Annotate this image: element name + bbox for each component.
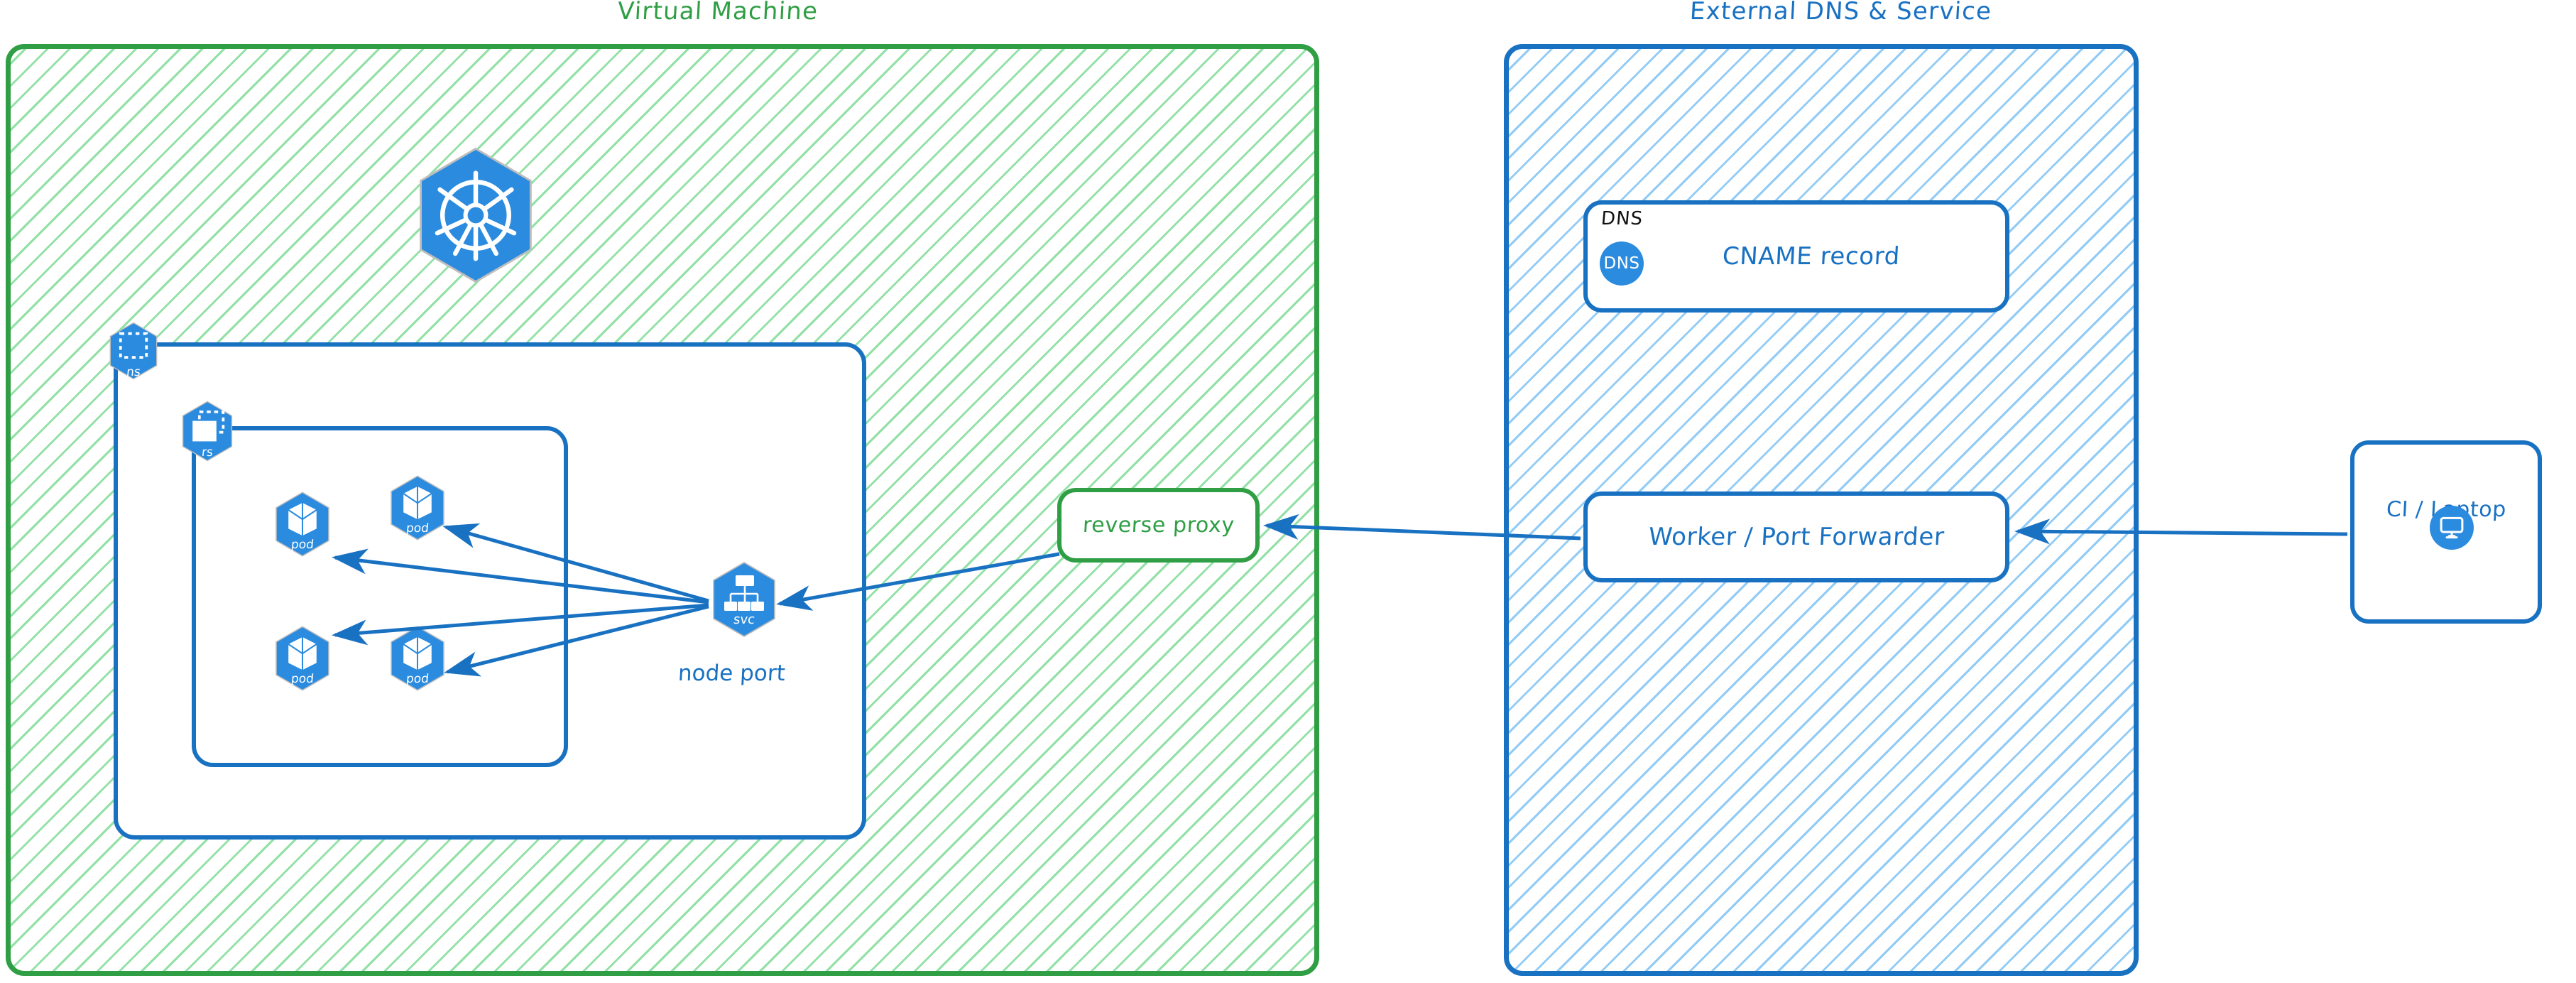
cname-record-card[interactable]: CNAME record [1583, 200, 2009, 313]
cname-record-label: CNAME record [1721, 242, 1901, 271]
dns-card-caption: DNS [1600, 208, 1644, 229]
worker-port-forwarder-label: Worker / Port Forwarder [1647, 523, 1945, 551]
pod-icon-3[interactable]: pod [272, 625, 333, 692]
reverse-proxy-label: reverse proxy [1081, 513, 1235, 538]
service-icon[interactable]: svc [709, 561, 780, 638]
pod-icon-4[interactable]: pod [387, 625, 448, 692]
pod-icon-2[interactable]: pod [387, 474, 448, 541]
pod-icon-1[interactable]: pod [272, 491, 333, 558]
reverse-proxy-node[interactable]: reverse proxy [1057, 488, 1260, 563]
replicaset-icon[interactable]: rs [179, 400, 236, 462]
node-port-label: node port [677, 661, 786, 686]
group-external-dns-service-title: External DNS & Service [1688, 0, 1993, 26]
worker-port-forwarder-node[interactable]: Worker / Port Forwarder [1583, 492, 2009, 582]
kubernetes-logo [412, 146, 540, 285]
replicaset-box[interactable] [192, 426, 568, 767]
group-virtual-machine-title: Virtual Machine [616, 0, 819, 26]
namespace-icon[interactable]: ns [107, 321, 160, 381]
desktop-monitor-icon [2430, 506, 2474, 550]
dns-icon: DNS [1600, 241, 1644, 286]
